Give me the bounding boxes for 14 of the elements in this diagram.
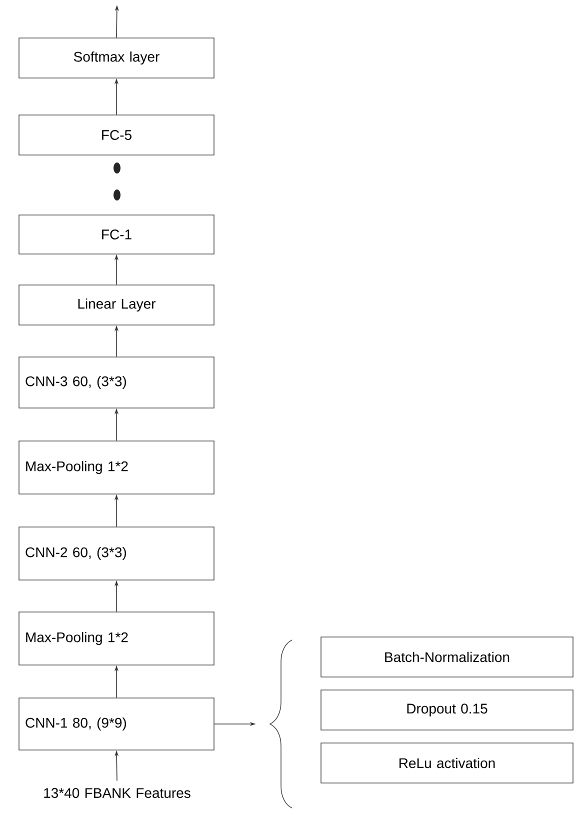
operation-box: Dropout 0.15	[320, 690, 574, 730]
operation-box: Batch-Normalization	[320, 636, 574, 678]
layer-box: FC-5	[18, 114, 214, 156]
layer-box: FC-1	[18, 214, 214, 254]
layer-box: CNN-1 80, (9*9)	[18, 698, 214, 750]
layer-box: CNN-2 60, (3*3)	[18, 526, 214, 580]
layer-box: Max-Pooling 1*2	[18, 440, 214, 494]
layer-box: Max-Pooling 1*2	[18, 612, 214, 666]
curly-brace	[270, 640, 292, 808]
layer-box: Linear Layer	[18, 284, 214, 326]
operation-box: ReLu activation	[320, 742, 574, 784]
layer-box: CNN-3 60, (3*3)	[18, 356, 214, 408]
input-label: 13*40 FBANK Features	[44, 788, 190, 798]
layer-box: Softmax layer	[18, 38, 214, 78]
